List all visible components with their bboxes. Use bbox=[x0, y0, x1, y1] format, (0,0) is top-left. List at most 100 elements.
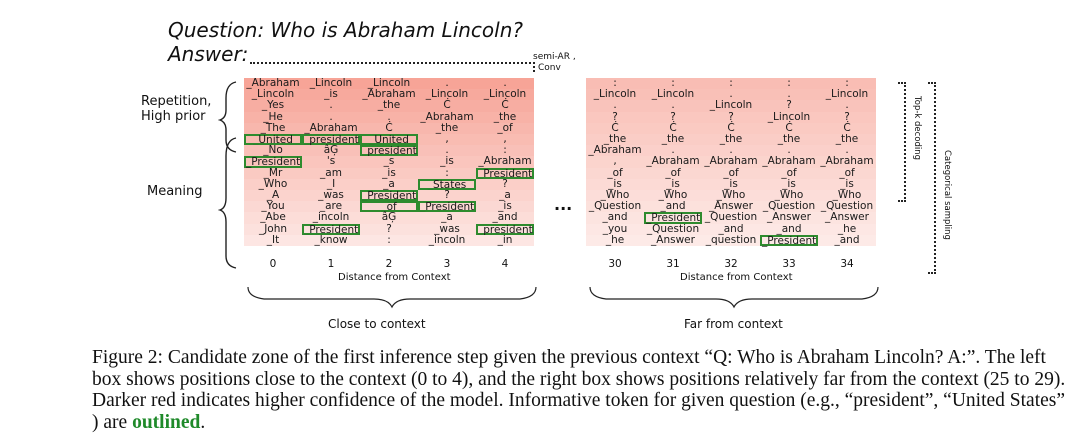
heatmap-cell: _President bbox=[244, 156, 302, 169]
heatmap-cell: _States bbox=[418, 178, 476, 190]
heatmap-cell: _Lincoln bbox=[360, 77, 418, 90]
heatmap-cell: _you bbox=[586, 223, 644, 235]
heatmap-cell: _and bbox=[586, 212, 644, 224]
heatmap-cell: . bbox=[644, 144, 702, 157]
heatmap-cell: _Question bbox=[586, 200, 644, 213]
heatmap-cell: _the bbox=[702, 133, 760, 146]
heatmap-cell: . bbox=[702, 144, 760, 157]
heatmap-cell: _Abraham bbox=[302, 122, 360, 134]
ellipsis: ... bbox=[554, 195, 573, 214]
topk-label: Top-k decoding bbox=[912, 96, 922, 161]
heatmap-cell: _the bbox=[760, 133, 818, 146]
heatmap-cell: , bbox=[586, 156, 644, 168]
caption-outlined-word: outlined bbox=[132, 411, 201, 433]
heatmap-cell: ? bbox=[760, 100, 818, 112]
heatmap-cell: : bbox=[418, 167, 476, 179]
heatmap-cell: . bbox=[476, 77, 534, 90]
heatmap-cell: _am bbox=[302, 167, 360, 179]
heatmap-cell: _is bbox=[644, 178, 702, 190]
heatmap-cell: ? bbox=[702, 111, 760, 123]
heatmap-cell: . bbox=[586, 100, 644, 112]
heatmap-cell: _of bbox=[644, 167, 702, 179]
heatmap-cell: _the bbox=[418, 122, 476, 134]
heatmap-cell: _of bbox=[476, 122, 534, 134]
heatmap-cell: _Abraham bbox=[360, 88, 418, 101]
heatmap-cell: _incoln bbox=[302, 212, 360, 224]
caption-text: Figure 2: Candidate zone of the first in… bbox=[92, 347, 1066, 433]
heatmap-cell: _President bbox=[360, 190, 418, 202]
heatmap-cell: : bbox=[476, 144, 534, 157]
heatmap-cell: _and bbox=[702, 223, 760, 235]
heatmap-cell: _Abraham bbox=[760, 156, 818, 168]
heatmap-cell: _Abraham bbox=[418, 111, 476, 123]
heatmap-cell: _Lincoln bbox=[476, 88, 534, 101]
heatmap-cell: . bbox=[702, 88, 760, 101]
heatmap-cell: Ċ bbox=[818, 122, 876, 134]
heatmap-cell: _know bbox=[302, 234, 360, 246]
heatmap-cell: _Answer bbox=[702, 200, 760, 213]
heatmap-cell: . bbox=[418, 144, 476, 157]
heatmap-cell: : bbox=[818, 77, 876, 90]
right-x-axis-label: Distance from Context bbox=[680, 272, 793, 283]
x-tick-label: 32 bbox=[724, 258, 738, 270]
heatmap-cell: _Abraham bbox=[702, 156, 760, 168]
heatmap-cell: _No bbox=[244, 144, 302, 157]
heatmap-cell: : bbox=[644, 77, 702, 90]
heatmap-cell: _of bbox=[360, 201, 418, 213]
categorical-label: Categorical sampling bbox=[942, 150, 952, 240]
heatmap-cell: _Lincoln bbox=[818, 88, 876, 101]
heatmap-cell: _He bbox=[244, 111, 302, 123]
heatmap-cell: _Who bbox=[818, 189, 876, 202]
heatmap-cell: _a bbox=[476, 189, 534, 202]
heatmap-cell: _Answer bbox=[760, 212, 818, 224]
heatmap-cell: _John bbox=[244, 223, 302, 235]
x-tick-label: 30 bbox=[608, 258, 622, 270]
heatmap-cell: _Question bbox=[702, 212, 760, 224]
x-tick-label: 33 bbox=[782, 258, 796, 270]
categorical-bracket bbox=[928, 82, 936, 274]
heatmap-cell: _is bbox=[702, 178, 760, 190]
heatmap-cell: âĢ bbox=[302, 144, 360, 157]
heatmap-cell: _Yes bbox=[244, 100, 302, 112]
heatmap-cell: _president bbox=[302, 134, 360, 146]
heatmap-cell: : bbox=[702, 77, 760, 90]
heatmap-cell: _and bbox=[644, 200, 702, 213]
heatmap-cell: . bbox=[418, 77, 476, 90]
high-prior-label: High prior bbox=[141, 109, 206, 124]
conv-label: Conv bbox=[538, 63, 561, 73]
heatmap-cell: _President bbox=[302, 223, 360, 236]
heatmap-cell: _is bbox=[586, 178, 644, 190]
heatmap-cell: _the bbox=[586, 133, 644, 146]
heatmap-cell: _s bbox=[360, 156, 418, 168]
far-from-context-label: Far from context bbox=[684, 317, 783, 331]
heatmap-cell: _he bbox=[586, 234, 644, 246]
heatmap-cell: : bbox=[760, 77, 818, 90]
heatmap-cell: _Abraham bbox=[586, 144, 644, 157]
heatmap-cell: _Who bbox=[760, 189, 818, 202]
heatmap-cell: _is bbox=[760, 178, 818, 190]
heatmap-cell: _Lincoln bbox=[644, 88, 702, 101]
x-tick-label: 0 bbox=[269, 258, 277, 270]
x-tick-label: 2 bbox=[385, 258, 393, 270]
heatmap-cell: _he bbox=[818, 223, 876, 235]
x-tick-label: 3 bbox=[443, 258, 451, 270]
answer-label: Answer: bbox=[168, 42, 249, 66]
heatmap-cell: _United bbox=[360, 134, 418, 145]
group-braces bbox=[218, 81, 237, 269]
heatmap-cell: _It bbox=[244, 234, 302, 246]
heatmap-cell: _incoln bbox=[418, 234, 476, 246]
heatmap-cell: Ċ bbox=[476, 100, 534, 112]
heatmap-cell: . bbox=[302, 111, 360, 123]
heatmap-cell: _Question bbox=[818, 200, 876, 213]
heatmap-cell: . bbox=[760, 144, 818, 157]
heatmap-cell: _of bbox=[818, 167, 876, 179]
heatmap-cell: _Abraham bbox=[476, 156, 534, 168]
heatmap-cell: _The bbox=[244, 122, 302, 134]
heatmap-cell: _Abraham bbox=[818, 156, 876, 168]
heatmap-cell: . bbox=[360, 111, 418, 123]
heatmap-cell: _Who bbox=[586, 189, 644, 202]
caption-end: . bbox=[200, 411, 206, 433]
heatmap-cell: _the bbox=[476, 111, 534, 123]
